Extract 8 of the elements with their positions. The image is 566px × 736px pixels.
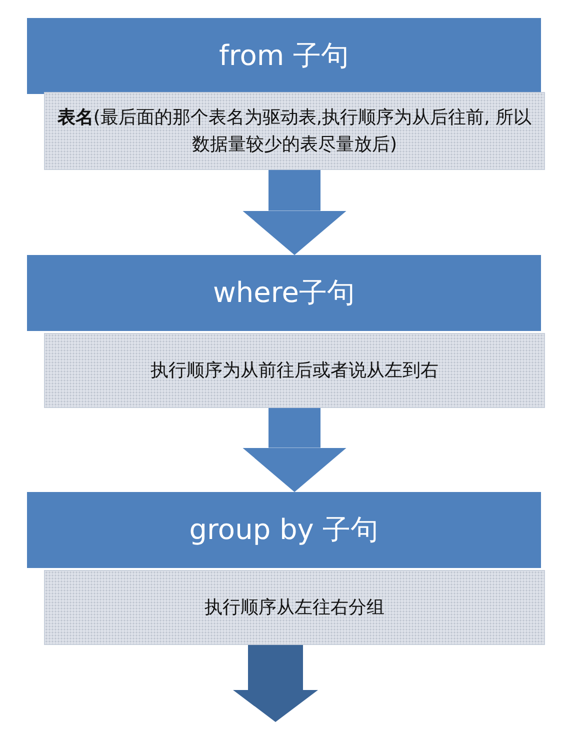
header-band: where子句: [27, 255, 541, 331]
text-box: 执行顺序从左往右分组: [44, 570, 545, 645]
header-band: group by 子句: [27, 492, 541, 568]
block-arrow: [242, 408, 346, 492]
block-arrow: [242, 170, 346, 255]
header-band: from 子句: [27, 18, 541, 94]
text-box: 表名(最后面的那个表名为驱动表,执行顺序为从后往前, 所以数据量较少的表尽量放后): [44, 92, 545, 170]
text-box: 执行顺序为从前往后或者说从左到右: [44, 333, 545, 408]
